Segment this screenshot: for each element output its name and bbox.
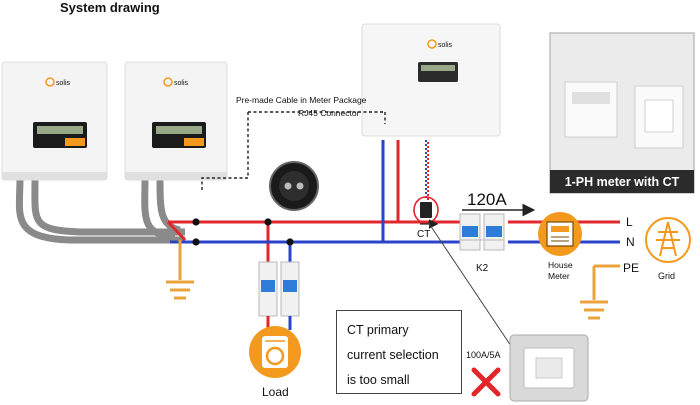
annotation-line3: is too small	[347, 373, 410, 387]
ct-callout-line	[427, 221, 516, 353]
ct-clamp-icon	[634, 85, 684, 149]
brand-logo-text: solis	[174, 80, 189, 87]
house-meter-label-line2: Meter	[548, 271, 570, 281]
neutral-label: N	[626, 235, 635, 249]
rj45-cable	[201, 111, 385, 190]
meter-panel-label: 1-PH meter with CT	[565, 175, 680, 189]
annotation-box: CT primary current selection is too smal…	[336, 310, 462, 394]
ct-closeup-icon	[509, 334, 589, 402]
inverter-left: solis	[1, 61, 108, 181]
earth-label: PE	[623, 261, 639, 275]
load-breaker-1	[258, 261, 278, 330]
ground-symbol-icon	[580, 264, 620, 320]
inverter-middle: solis	[124, 61, 228, 181]
error-cross-icon	[471, 367, 501, 397]
live-label: L	[626, 215, 633, 229]
ct-label: CT	[417, 229, 430, 240]
load-breaker-2	[280, 261, 300, 330]
meter-device-icon	[564, 81, 618, 138]
brand-logo-icon	[45, 77, 55, 87]
ct-device: CT	[413, 196, 439, 240]
inverter-main: solis	[361, 23, 501, 137]
house-meter-icon	[538, 212, 582, 256]
meter-signal-cable	[425, 140, 429, 200]
meter-panel-header	[550, 170, 694, 193]
cable-note-line2: RJ45 Connector	[298, 108, 360, 118]
grid-label: Grid	[658, 271, 675, 281]
cable-note-line1: Pre-made Cable in Meter Package	[236, 95, 367, 105]
house-meter-label-line1: House	[548, 260, 573, 270]
brand-logo-text: solis	[438, 42, 453, 49]
annotation-line1: CT primary	[347, 323, 409, 337]
main-breaker-k2: K2	[459, 213, 505, 274]
breaker-label: K2	[476, 263, 489, 274]
grid-tower-icon	[645, 217, 691, 263]
load-label: Load	[262, 385, 289, 399]
brand-logo-icon	[163, 77, 173, 87]
load-appliance-icon	[249, 326, 301, 378]
meter-panel: 1-PH meter with CT	[549, 32, 695, 194]
ground-symbol-icon	[166, 240, 194, 300]
brand-logo-text: solis	[56, 80, 71, 87]
rj45-connector-icon	[269, 161, 319, 211]
inverter-cables	[15, 177, 185, 244]
diagram-title: System drawing	[60, 0, 160, 15]
annotation-line2: current selection	[347, 348, 439, 362]
current-rating-label: 120A	[467, 190, 507, 209]
ct-rating-label: 100A/5A	[466, 350, 501, 360]
brand-logo-icon	[427, 39, 437, 49]
